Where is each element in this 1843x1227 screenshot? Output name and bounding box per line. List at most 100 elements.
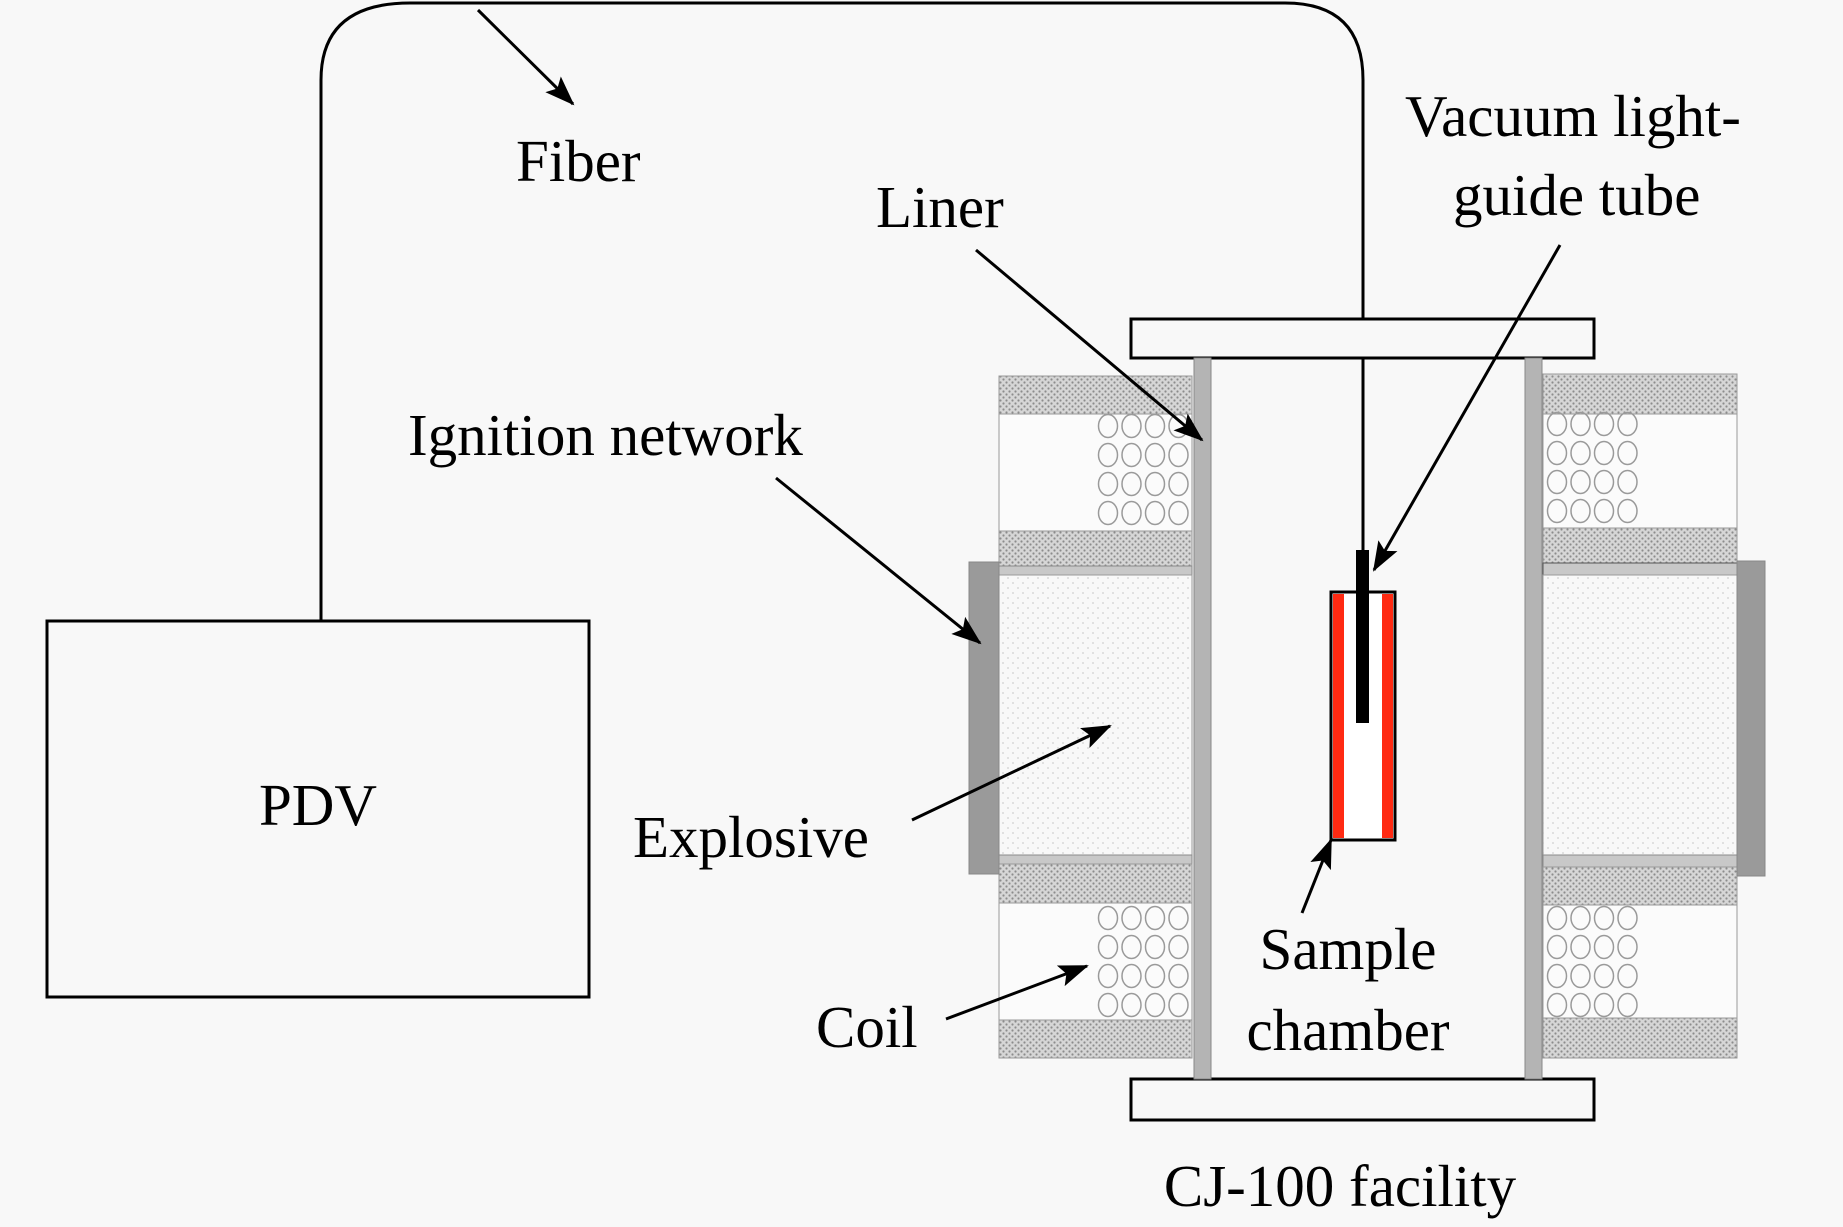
coil-turn [1546, 992, 1568, 1018]
vacuum-light-guide-tube [1356, 550, 1369, 723]
coil-turn [1617, 411, 1638, 437]
sample-chamber-label-line1: Sample [1260, 916, 1437, 982]
pdv-box: PDV [45, 619, 591, 999]
ignition-network-left [968, 561, 1000, 875]
coil-windings [1097, 905, 1189, 1018]
coil-turn [1617, 469, 1638, 495]
left-assembly [968, 375, 1193, 1059]
coil-turn [1144, 471, 1166, 497]
coil-turn [1121, 471, 1142, 497]
fiber-arrow [476, 8, 575, 106]
coil-turn [1617, 934, 1638, 960]
coil-turn [1121, 934, 1142, 960]
top-plate [1129, 317, 1596, 360]
coil-turn [1593, 498, 1615, 524]
coil-region [998, 902, 1193, 1021]
vacuum-tube-arrow [1372, 244, 1562, 572]
coil-turn [1168, 992, 1189, 1018]
coil-turn [1593, 992, 1615, 1018]
coil-turn [1121, 413, 1142, 439]
coil-label: Coil [816, 994, 918, 1060]
coil-turn [1121, 442, 1142, 468]
coil-turn [1570, 905, 1591, 931]
coil-turn [1144, 992, 1166, 1018]
hatch-block [1542, 866, 1738, 906]
pdv-label: PDV [259, 772, 377, 838]
coil-turn [1570, 469, 1591, 495]
coil-turn [1617, 498, 1638, 524]
explosive-block [1542, 574, 1738, 856]
ignition-network-right [1736, 560, 1766, 877]
hatch-block [998, 863, 1193, 904]
hatch-block [1542, 1017, 1738, 1059]
thin-band [1542, 562, 1738, 576]
coil-turn [1593, 934, 1615, 960]
coil-turn [1168, 963, 1189, 989]
coil-turn [1617, 992, 1638, 1018]
coil-turn [1121, 963, 1142, 989]
coil-turn [1546, 905, 1568, 931]
coil-turn [1570, 992, 1591, 1018]
coil-arrow [945, 964, 1089, 1021]
coil-turn [1168, 934, 1189, 960]
coil-turn [1593, 905, 1615, 931]
coil-turn [1121, 905, 1142, 931]
coil-turn [1546, 963, 1568, 989]
coil-turn [1546, 498, 1568, 524]
explosive-arrow [911, 724, 1112, 822]
hatch-block [998, 375, 1193, 415]
coil-windings [1097, 413, 1189, 526]
coil-turn [1570, 411, 1591, 437]
fiber-label: Fiber [516, 128, 641, 194]
hatch-block [1542, 527, 1738, 564]
ignition-arrow [775, 476, 982, 645]
coil-turn [1144, 905, 1166, 931]
coil-turn [1168, 471, 1189, 497]
coil-turn [1617, 963, 1638, 989]
coil-turn [1168, 905, 1189, 931]
coil-turn [1617, 440, 1638, 466]
coil-turn [1570, 498, 1591, 524]
ignition-network-label: Ignition network [408, 402, 803, 468]
liner-right [1524, 357, 1543, 1080]
coil-turn [1546, 440, 1568, 466]
liner-label: Liner [876, 174, 1004, 240]
coil-turn [1546, 411, 1568, 437]
fiber-line [319, 1, 1365, 621]
coil-turn [1097, 905, 1119, 931]
coil-turn [1097, 471, 1119, 497]
coil-windings [1546, 411, 1638, 524]
coil-turn [1593, 411, 1615, 437]
coil-turn [1144, 413, 1166, 439]
vacuum-tube-label-line1: Vacuum light- [1405, 83, 1741, 149]
coil-turn [1168, 442, 1189, 468]
coil-turn [1097, 500, 1119, 526]
facility-label: CJ-100 facility [1164, 1153, 1517, 1219]
explosive-block [998, 574, 1193, 856]
coil-turn [1593, 963, 1615, 989]
coil-turn [1617, 905, 1638, 931]
coil-turn [1570, 963, 1591, 989]
coil-windings [1546, 905, 1638, 1018]
coil-turn [1546, 934, 1568, 960]
liner-left [1193, 357, 1212, 1080]
coil-turn [1144, 500, 1166, 526]
explosive-label: Explosive [633, 804, 869, 870]
bottom-plate [1129, 1077, 1596, 1122]
coil-turn [1097, 413, 1119, 439]
hatch-block [1542, 373, 1738, 415]
thin-band [1542, 854, 1738, 868]
sample-chamber [1329, 550, 1397, 842]
coil-turn [1144, 442, 1166, 468]
sample-chamber-arrow [1300, 838, 1333, 914]
coil-turn [1097, 963, 1119, 989]
hatch-block [998, 1019, 1193, 1059]
coil-region [1542, 413, 1738, 529]
coil-turn [1097, 992, 1119, 1018]
coil-turn [1121, 992, 1142, 1018]
coil-turn [1593, 469, 1615, 495]
coil-turn [1593, 440, 1615, 466]
coil-turn [1546, 469, 1568, 495]
hatch-block [998, 530, 1193, 567]
